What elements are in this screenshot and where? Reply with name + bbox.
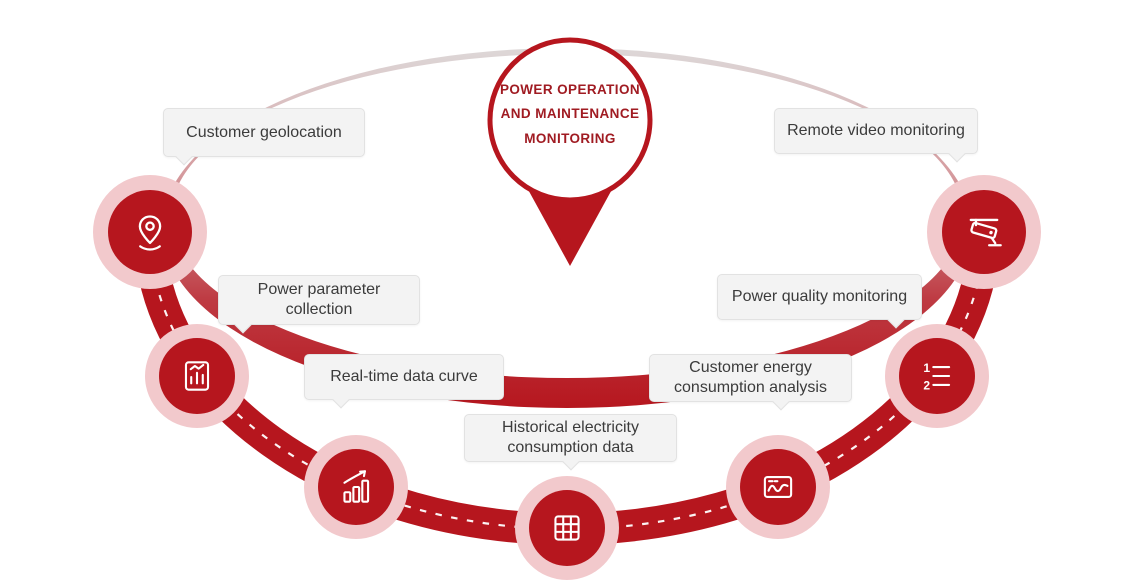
node-circle — [159, 338, 235, 414]
node-circle — [740, 449, 816, 525]
node-energy-consumption-analysis — [726, 435, 830, 539]
node-circle — [942, 190, 1026, 274]
node-customer-geolocation — [93, 175, 207, 289]
label-historical-consumption-data: Historical electricity consumption data — [464, 414, 677, 462]
label-text: Power quality monitoring — [731, 288, 908, 306]
node-circle — [108, 190, 192, 274]
label-customer-geolocation: Customer geolocation — [163, 108, 365, 157]
label-text: Power parameter collection — [257, 281, 381, 318]
label-text: Customer energy consumption analysis — [674, 359, 827, 396]
center-title: POWER OPERATION AND MAINTENANCE MONITORI… — [486, 78, 654, 151]
wave-chart-icon — [763, 475, 793, 499]
label-power-parameter-collection: Power parameter collection — [218, 275, 420, 325]
node-remote-video-monitoring — [927, 175, 1041, 289]
location-pin-icon — [138, 215, 162, 251]
label-text: Remote video monitoring — [787, 122, 965, 140]
center-title-line1: POWER OPERATION — [499, 82, 640, 97]
node-circle — [318, 449, 394, 525]
center-title-line3: MONITORING — [524, 130, 616, 146]
node-real-time-data-curve — [304, 435, 408, 539]
label-text: Real-time data curve — [330, 368, 478, 386]
numbered-list-icon: 1 2 — [923, 361, 951, 393]
svg-text:1: 1 — [923, 361, 930, 375]
rising-bar-chart-icon — [343, 470, 370, 503]
node-power-quality-monitoring: 1 2 — [885, 324, 989, 428]
label-remote-video-monitoring: Remote video monitoring — [774, 108, 978, 154]
node-historical-consumption-data — [515, 476, 619, 580]
label-text: Customer geolocation — [186, 123, 342, 141]
document-bar-chart-icon — [184, 361, 210, 391]
label-text: Historical electricity consumption data — [502, 419, 639, 456]
svg-text:2: 2 — [923, 379, 930, 393]
center-title-line2: AND MAINTENANCE — [500, 106, 640, 122]
center-circle — [487, 37, 653, 203]
node-power-parameter-collection — [145, 324, 249, 428]
label-energy-consumption-analysis: Customer energy consumption analysis — [649, 354, 852, 402]
cctv-camera-icon — [969, 218, 1002, 247]
node-circle — [529, 490, 605, 566]
node-circle: 1 2 — [899, 338, 975, 414]
label-power-quality-monitoring: Power quality monitoring — [717, 274, 922, 320]
label-real-time-data-curve: Real-time data curve — [304, 354, 504, 400]
data-table-icon — [554, 515, 580, 541]
